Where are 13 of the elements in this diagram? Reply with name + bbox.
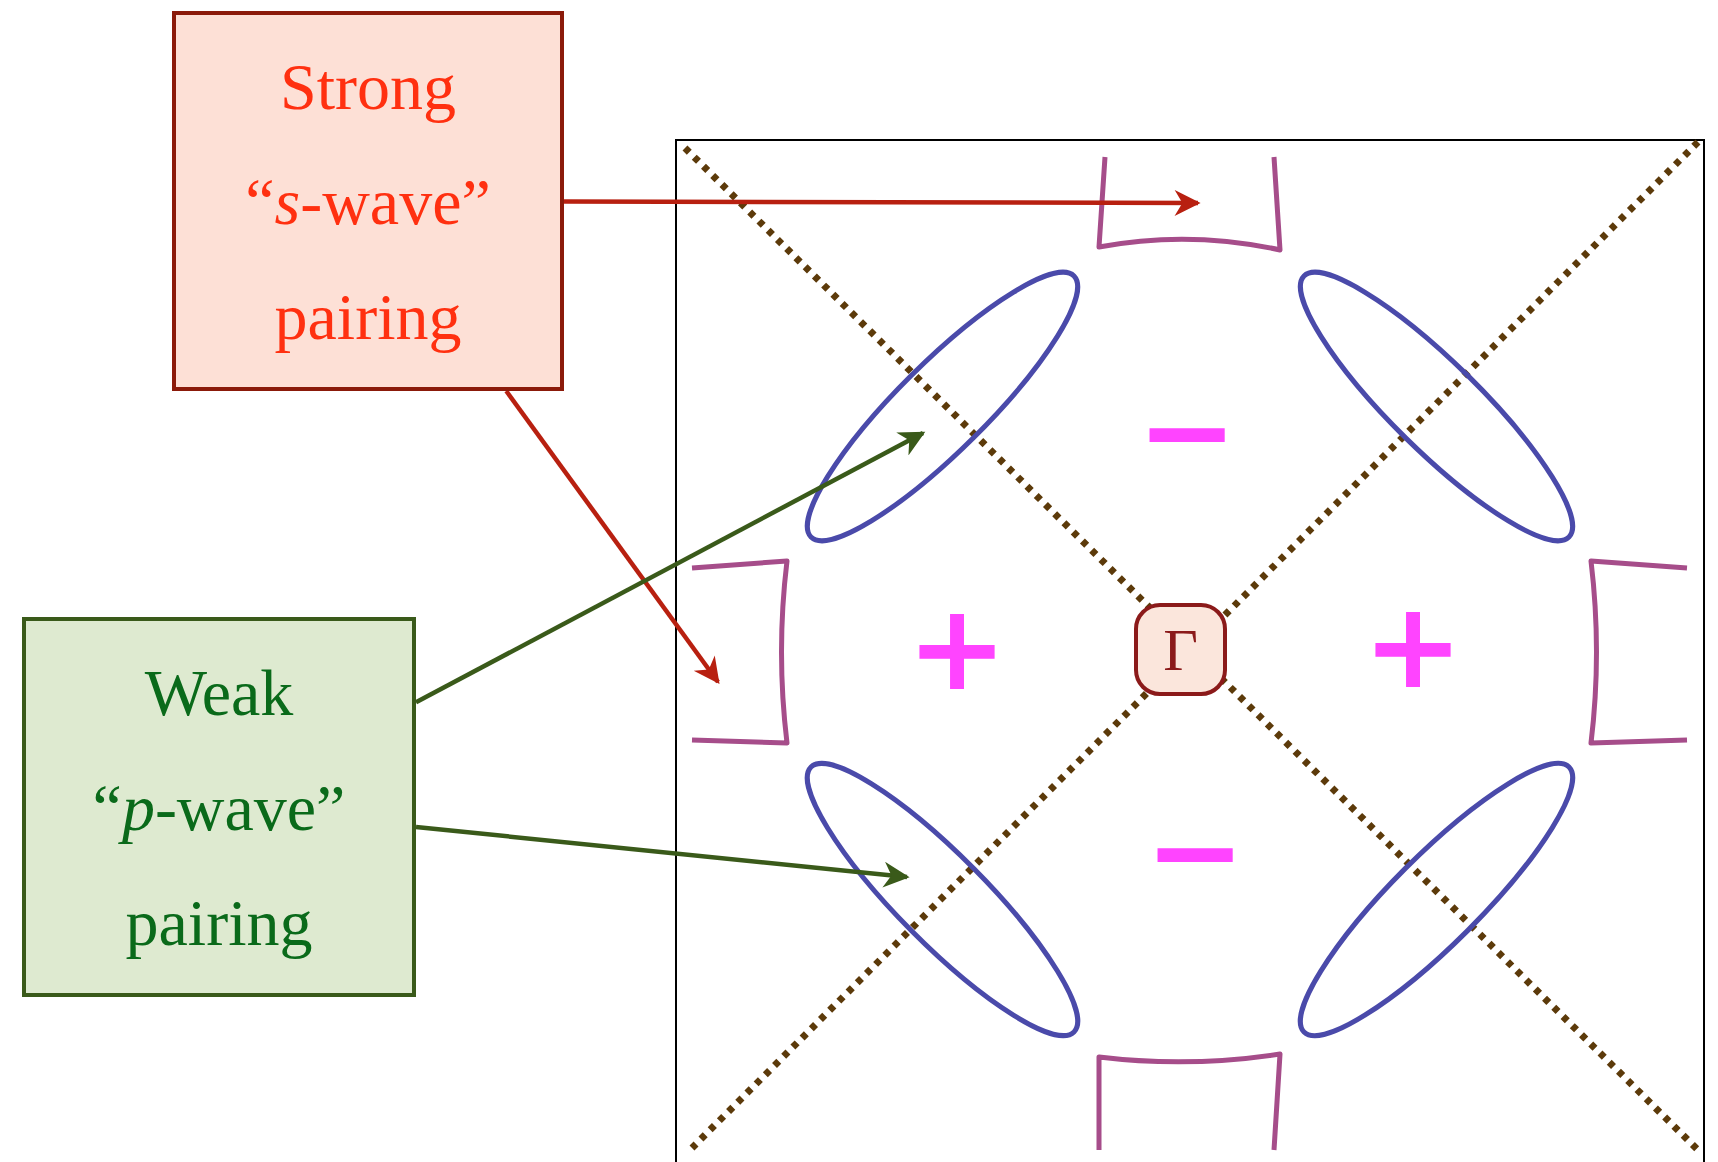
label-box <box>172 11 564 391</box>
leader-arrow <box>564 189 1201 216</box>
box-text: Strong “s-wave” pairing <box>244 48 492 355</box>
box-text: Weak “p-wave” pairing <box>91 654 347 961</box>
box-text: Γ <box>1163 615 1198 685</box>
leader-arrow <box>504 389 720 685</box>
label-box <box>22 617 416 997</box>
point-badge <box>1134 603 1227 696</box>
sign-label: + <box>1362 586 1464 706</box>
sign-label: − <box>1136 372 1238 492</box>
sign-label: − <box>1144 792 1246 912</box>
leader-arrow <box>415 824 910 888</box>
sign-label: + <box>906 588 1008 708</box>
